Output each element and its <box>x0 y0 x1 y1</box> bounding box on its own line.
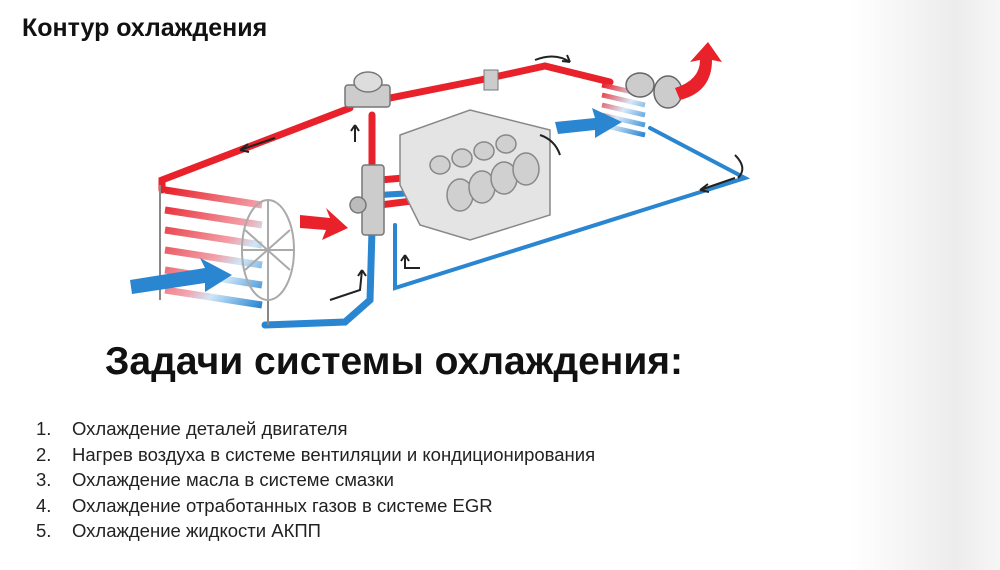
heater-core <box>601 82 646 138</box>
list-item: 2. Нагрев воздуха в системе вентиляции и … <box>36 444 595 470</box>
item-text: Охлаждение масла в системе смазки <box>72 469 394 490</box>
air-in-arrow <box>130 258 232 294</box>
item-text: Охлаждение деталей двигателя <box>72 418 348 439</box>
tasks-list: 1. Охлаждение деталей двигателя 2. Нагрев … <box>36 418 595 546</box>
flow-direction-arrows <box>239 54 744 301</box>
hot-air-out-arrow <box>300 208 348 240</box>
thermostat <box>344 71 391 108</box>
background-shadow <box>850 0 1000 570</box>
hot-air-heater-arrow <box>675 42 722 100</box>
fan-icon <box>241 199 295 301</box>
slide-title: Контур охлаждения <box>22 14 268 42</box>
cooling-circuit-diagram <box>130 42 751 329</box>
water-pump <box>349 164 385 236</box>
item-number: 1. <box>36 418 52 439</box>
item-text: Охлаждение жидкости АКПП <box>72 520 321 541</box>
blower-icon <box>625 72 683 109</box>
t-joint <box>483 69 499 91</box>
item-text: Нагрев воздуха в системе вентиляции и ко… <box>72 443 596 465</box>
air-in-heater-arrow <box>555 108 622 138</box>
list-item: 5. Охлаждение жидкости АКПП <box>36 520 595 546</box>
radiator <box>159 185 269 325</box>
list-item: 3. Охлаждение масла в системе смазки <box>36 469 595 495</box>
item-number: 3. <box>36 469 52 490</box>
item-number: 5. <box>36 520 52 541</box>
item-text: Охлаждение отработанных газов в системе … <box>72 494 493 516</box>
item-number: 2. <box>36 443 52 465</box>
list-item: 1. Охлаждение деталей двигателя <box>36 418 595 444</box>
engine-block <box>399 109 551 241</box>
item-number: 4. <box>36 494 52 516</box>
section-heading: Задачи системы охлаждения: <box>105 340 684 383</box>
list-item: 4. Охлаждение отработанных газов в систем… <box>36 495 595 521</box>
